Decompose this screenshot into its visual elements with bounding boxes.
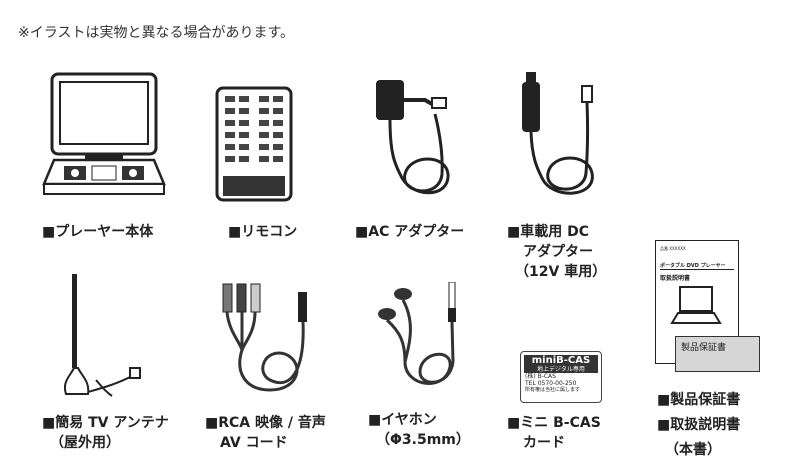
- label-ac-adapter: ■AC アダプター: [355, 224, 465, 240]
- player-icon: [670, 286, 722, 324]
- label-player: ■プレーヤー本体: [42, 224, 154, 240]
- warranty-card: 製品保証書: [675, 336, 760, 372]
- rca-cable-icon: [222, 283, 307, 392]
- manual-title: 取扱説明書: [660, 275, 691, 282]
- illustration-notice: ※イラストは実物と異なる場合があります。: [18, 25, 295, 41]
- card-ownership: 所有権は当社に属します: [525, 387, 581, 393]
- ac-adapter-icon: [376, 80, 450, 195]
- tv-antenna-icon: [64, 274, 141, 397]
- label-earphones: ■イヤホン（Φ3.5mm）: [368, 412, 470, 448]
- label-antenna: ■簡易 TV アンテナ（屋外用）: [42, 415, 169, 451]
- card-brand: miniB-CAS: [531, 355, 591, 366]
- earphones-icon: [378, 282, 456, 385]
- card-tel: TEL 0570-00-250: [525, 380, 577, 387]
- portable-dvd-player-icon: [42, 72, 166, 195]
- label-manual-warranty: ■製品保証書■取扱説明書（本書）: [657, 392, 741, 458]
- manual-product: ポータブル DVD プレーヤー: [660, 262, 734, 270]
- car-adapter-icon: [522, 72, 594, 195]
- manual-model: 品番 XXXXXX: [660, 246, 686, 251]
- card-company: (株) B-CAS: [525, 373, 556, 380]
- b-cas-card-icon: miniB-CAS 地上デジタル専用 (株) B-CAS TEL 0570-00…: [520, 351, 602, 403]
- remote-control-icon: [215, 86, 293, 202]
- label-remote: ■リモコン: [228, 224, 298, 240]
- card-subtitle: 地上デジタル専用: [537, 366, 585, 373]
